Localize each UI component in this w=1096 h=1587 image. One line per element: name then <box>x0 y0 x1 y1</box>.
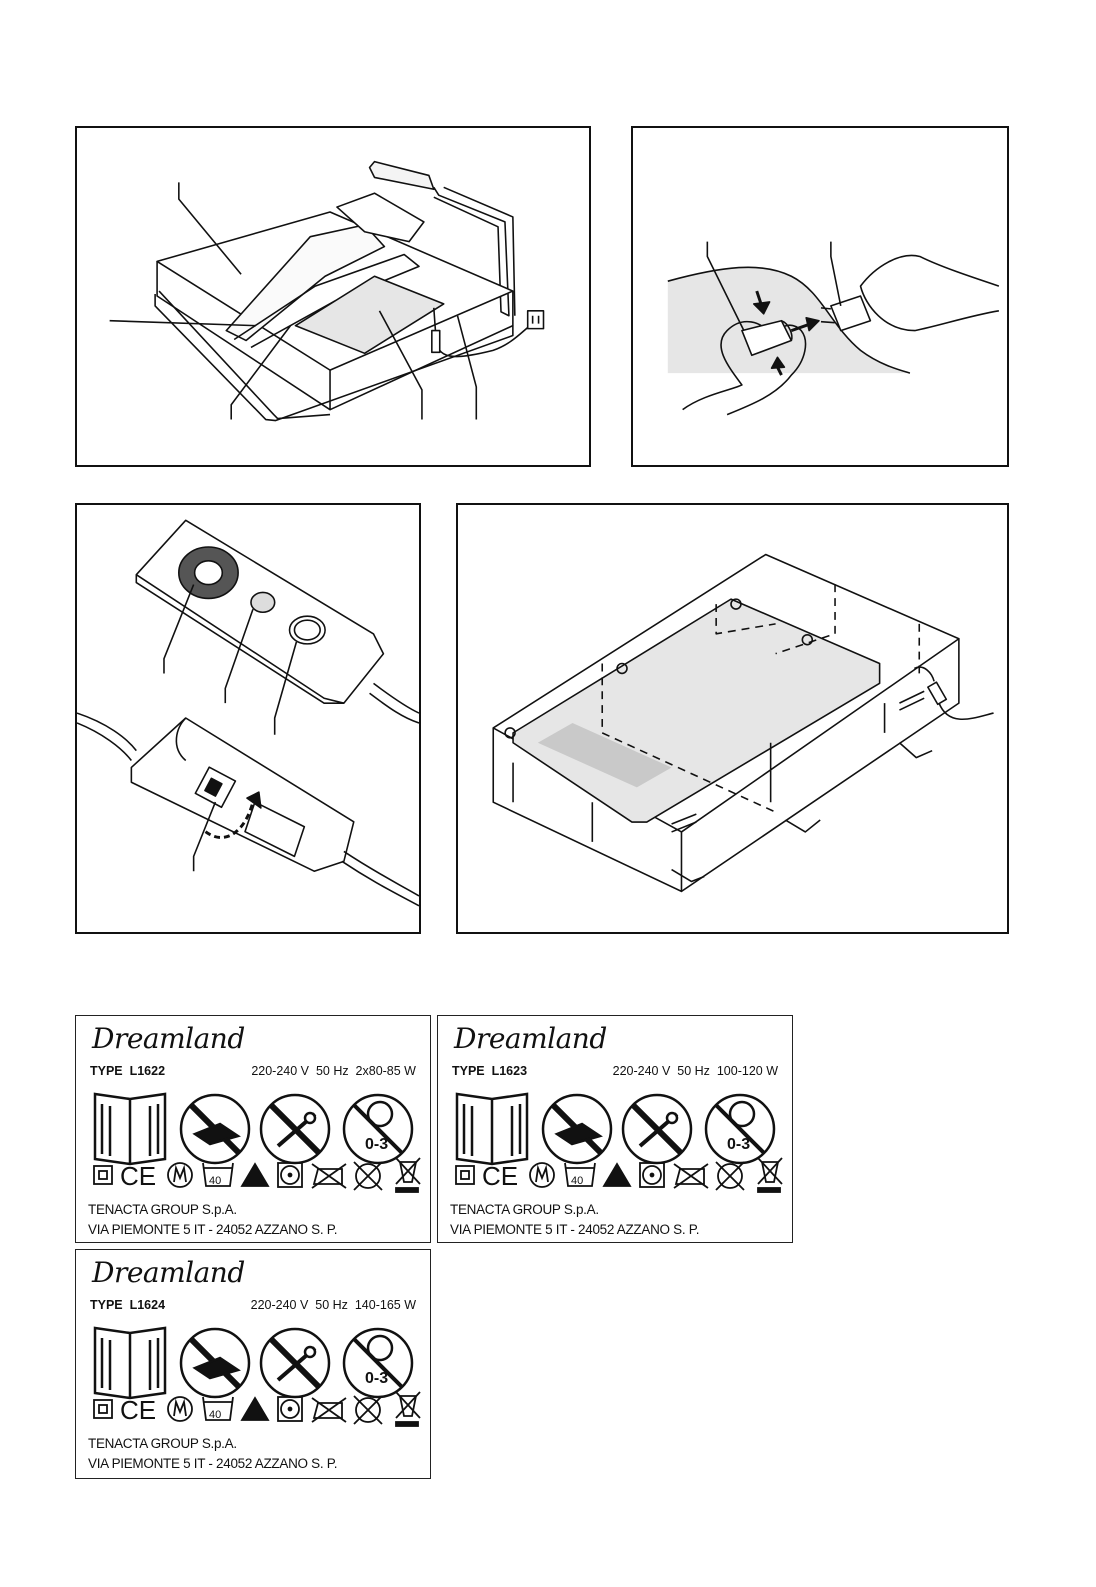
wash-40-icon: 40 <box>202 1396 234 1421</box>
wash-40-icon: 40 <box>202 1162 234 1187</box>
class-ii-icon <box>93 1399 113 1419</box>
company-address: VIA PIEMONTE 5 IT - 24052 AZZANO S. P. <box>88 1222 338 1237</box>
company-name: TENACTA GROUP S.p.A. <box>88 1436 237 1451</box>
company-name: TENACTA GROUP S.p.A. <box>88 1202 237 1217</box>
read-manual-icon <box>93 1092 167 1166</box>
class-ii-icon <box>93 1165 113 1185</box>
mattress-illustration <box>492 553 994 893</box>
weee-bin-icon <box>757 1157 783 1193</box>
weee-bin-icon <box>395 1157 421 1193</box>
approval-mark-icon <box>529 1162 555 1188</box>
tumble-dry-icon <box>277 1162 303 1188</box>
no-dry-clean-icon <box>353 1161 383 1191</box>
ce-mark: CE <box>120 1161 156 1191</box>
electrical-spec: 220-240 V 50 Hz 100-120 W <box>612 1064 778 1078</box>
model-type: TYPE L1624 <box>90 1298 166 1312</box>
figure-plug-connection <box>631 126 1009 467</box>
company-name: TENACTA GROUP S.p.A. <box>450 1202 599 1217</box>
no-dry-clean-icon <box>715 1161 745 1191</box>
svg-text:40: 40 <box>209 1175 221 1187</box>
no-folding-icon <box>179 1093 251 1165</box>
care-symbols-row: CE 40 <box>93 1391 421 1427</box>
figure-bed-overview <box>75 126 591 467</box>
figure-controller <box>75 503 421 934</box>
no-folding-icon <box>541 1093 613 1165</box>
bleach-icon <box>240 1162 270 1187</box>
bleach-icon <box>602 1162 632 1187</box>
electrical-spec: 220-240 V 50 Hz 2x80-85 W <box>251 1064 416 1078</box>
no-iron-icon <box>311 1163 347 1189</box>
model-type: TYPE L1623 <box>452 1064 528 1078</box>
read-manual-icon <box>93 1326 167 1400</box>
no-pins-icon <box>259 1327 331 1399</box>
tumble-dry-icon <box>277 1396 303 1422</box>
svg-text:0-3: 0-3 <box>365 1136 388 1153</box>
no-pins-icon <box>621 1093 693 1165</box>
warning-symbols-row: 0-3 <box>93 1326 414 1400</box>
rating-label-l1622: Dreamland TYPE L1622 220-240 V 50 Hz 2x8… <box>75 1015 431 1243</box>
electrical-spec: 220-240 V 50 Hz 140-165 W <box>250 1298 416 1312</box>
no-iron-icon <box>311 1397 347 1423</box>
svg-text:40: 40 <box>571 1175 583 1187</box>
care-symbols-row: CE 40 <box>455 1157 783 1193</box>
wash-40-icon: 40 <box>564 1162 596 1187</box>
no-dry-clean-icon <box>353 1395 383 1425</box>
rating-label-l1624: Dreamland TYPE L1624 220-240 V 50 Hz 140… <box>75 1249 431 1479</box>
no-folding-icon <box>179 1327 251 1399</box>
rating-label-l1623: Dreamland TYPE L1623 220-240 V 50 Hz 100… <box>437 1015 793 1243</box>
warning-symbols-row: 0-3 <box>455 1092 776 1166</box>
company-address: VIA PIEMONTE 5 IT - 24052 AZZANO S. P. <box>450 1222 700 1237</box>
bed-illustration <box>109 160 545 422</box>
ce-mark: CE <box>482 1161 518 1191</box>
plug-illustration <box>667 241 1000 416</box>
no-pins-icon <box>259 1093 331 1165</box>
brand-logo: Dreamland <box>92 1022 245 1055</box>
svg-text:0-3: 0-3 <box>365 1370 388 1387</box>
svg-text:0-3: 0-3 <box>727 1136 750 1153</box>
company-address: VIA PIEMONTE 5 IT - 24052 AZZANO S. P. <box>88 1456 338 1471</box>
svg-text:40: 40 <box>209 1409 221 1421</box>
approval-mark-icon <box>167 1162 193 1188</box>
weee-bin-icon <box>395 1391 421 1427</box>
model-type: TYPE L1622 <box>90 1064 166 1078</box>
care-symbols-row: CE 40 <box>93 1157 421 1193</box>
tumble-dry-icon <box>639 1162 665 1188</box>
figure-mattress-pad <box>456 503 1009 934</box>
not-for-infants-icon: 0-3 <box>704 1093 776 1165</box>
not-for-infants-icon: 0-3 <box>342 1093 414 1165</box>
class-ii-icon <box>455 1165 475 1185</box>
read-manual-icon <box>455 1092 529 1166</box>
controller-illustration <box>77 519 419 907</box>
no-iron-icon <box>673 1163 709 1189</box>
approval-mark-icon <box>167 1396 193 1422</box>
bleach-icon <box>240 1396 270 1421</box>
brand-logo: Dreamland <box>92 1256 245 1289</box>
not-for-infants-icon: 0-3 <box>342 1327 414 1399</box>
brand-logo: Dreamland <box>454 1022 607 1055</box>
ce-mark: CE <box>120 1395 156 1425</box>
